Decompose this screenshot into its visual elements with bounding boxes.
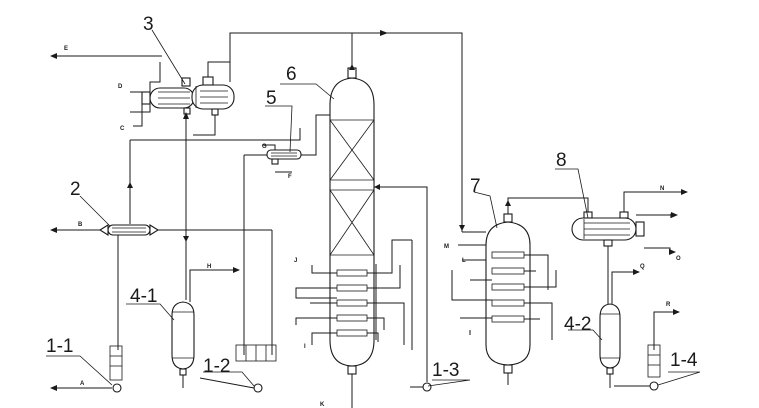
label-5: 5 <box>266 88 277 109</box>
stream-I: I <box>304 344 306 350</box>
stream-F: F <box>288 174 292 180</box>
drum-4-2 <box>599 303 621 375</box>
stream-E: E <box>64 46 68 52</box>
label-4-1: 4-1 <box>130 286 157 307</box>
drum-4-1 <box>171 301 195 376</box>
label-1-3: 1-3 <box>432 360 459 381</box>
pump-1-2 <box>199 344 277 393</box>
stream-O: O <box>676 256 681 262</box>
column-7 <box>485 213 531 374</box>
leader-lines <box>46 29 701 387</box>
pump-1-4 <box>614 344 661 391</box>
stream-J: J <box>294 258 297 264</box>
heat-exchanger-5 <box>266 149 302 165</box>
column7-piping <box>451 197 589 385</box>
stream-M: M <box>444 244 449 250</box>
stream-D: D <box>118 84 123 90</box>
hx3-piping <box>50 53 301 300</box>
stream-N: N <box>660 186 664 192</box>
column-6 <box>329 67 375 375</box>
stream-C: C <box>120 126 125 132</box>
hx2-piping <box>50 227 273 355</box>
hx8-piping <box>607 189 688 305</box>
top-recycle-line <box>229 30 465 232</box>
stream-Q: Q <box>640 264 645 270</box>
hx5-piping <box>243 114 330 355</box>
stream-A: A <box>80 381 85 387</box>
pump-1-3 <box>410 382 432 392</box>
stream-letter-labels: E D C G F B H J I A K M L N P O Q R <box>64 46 681 408</box>
label-1-2: 1-2 <box>203 356 230 377</box>
stream-B: B <box>78 222 83 228</box>
label-4-2: 4-2 <box>564 314 591 335</box>
label-1-4: 1-4 <box>670 350 698 371</box>
drum41-piping <box>182 267 240 388</box>
stream-L: L <box>462 258 466 264</box>
label-6: 6 <box>286 64 297 85</box>
label-7: 7 <box>470 176 481 197</box>
heat-exchanger-8 <box>571 211 645 247</box>
stream-H: H <box>207 264 211 270</box>
stream-G: G <box>262 144 267 150</box>
stream-K: K <box>320 402 325 408</box>
label-3: 3 <box>143 14 154 35</box>
column6-piping <box>295 33 428 408</box>
stream-P: P <box>670 214 674 220</box>
stream-R: R <box>666 302 671 308</box>
equipment-number-labels: 3 6 5 2 4-1 1-1 1-2 1-3 7 8 4-2 1-4 <box>46 14 698 381</box>
label-1-1: 1-1 <box>46 336 73 357</box>
label-2: 2 <box>70 179 81 200</box>
label-8: 8 <box>556 150 567 171</box>
heat-exchanger-3 <box>141 76 235 116</box>
heat-exchanger-2 <box>98 224 160 236</box>
drum42-piping <box>609 309 680 388</box>
pump-1-1 <box>50 345 123 393</box>
